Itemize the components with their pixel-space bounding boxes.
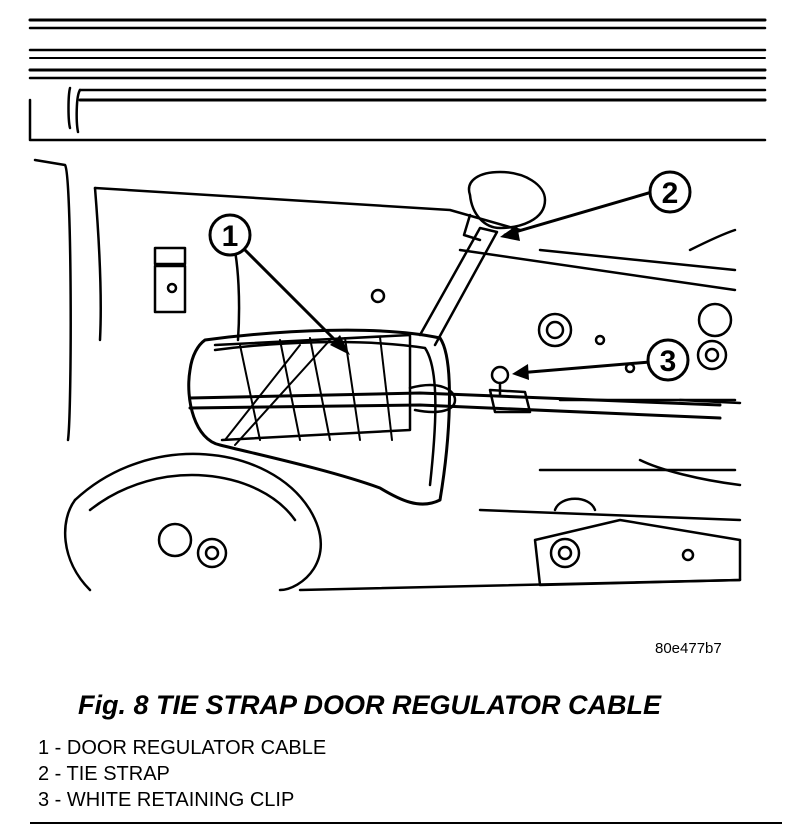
legend-item: 3 - WHITE RETAINING CLIP: [38, 789, 295, 811]
callout-3-number: 3: [660, 345, 677, 378]
speaker-opening: [64, 452, 323, 592]
figure-code: 80e477b7: [655, 640, 722, 657]
window-glass: [213, 333, 412, 446]
callout-2-number: 2: [662, 177, 679, 210]
bottom-rule: [30, 822, 782, 824]
window-frame: [28, 18, 767, 142]
lower-door-edges: [298, 497, 742, 592]
callout-1-circle: [208, 213, 252, 257]
fastener-clip-body: [153, 264, 187, 314]
door-inner-panel: [33, 158, 742, 487]
regulator-cable: [188, 383, 742, 420]
callout-1-number: 1: [222, 220, 239, 253]
callout-3: 3: [646, 338, 690, 382]
callout-2: 2: [648, 170, 692, 214]
access-hole: [187, 328, 451, 506]
leader-lines: [243, 190, 654, 375]
callout-3-circle: [646, 338, 690, 382]
leader-arrowheads: [330, 225, 529, 380]
callout-1: 1: [208, 213, 252, 257]
callout-2-circle: [648, 170, 692, 214]
fastener-clip-upper: [153, 246, 187, 266]
tie-strap: [418, 170, 547, 347]
legend-item: 2 - TIE STRAP: [38, 763, 170, 785]
legend-item: 1 - DOOR REGULATOR CABLE: [38, 737, 327, 759]
figure-caption: Fig. 8 TIE STRAP DOOR REGULATOR CABLE: [78, 690, 662, 720]
door-regulator-illustration: 1 2 3: [28, 18, 767, 592]
fasteners: [153, 246, 733, 569]
retaining-clip: [490, 365, 510, 397]
legend-list: 1 - DOOR REGULATOR CABLE 2 - TIE STRAP 3…: [38, 735, 326, 813]
